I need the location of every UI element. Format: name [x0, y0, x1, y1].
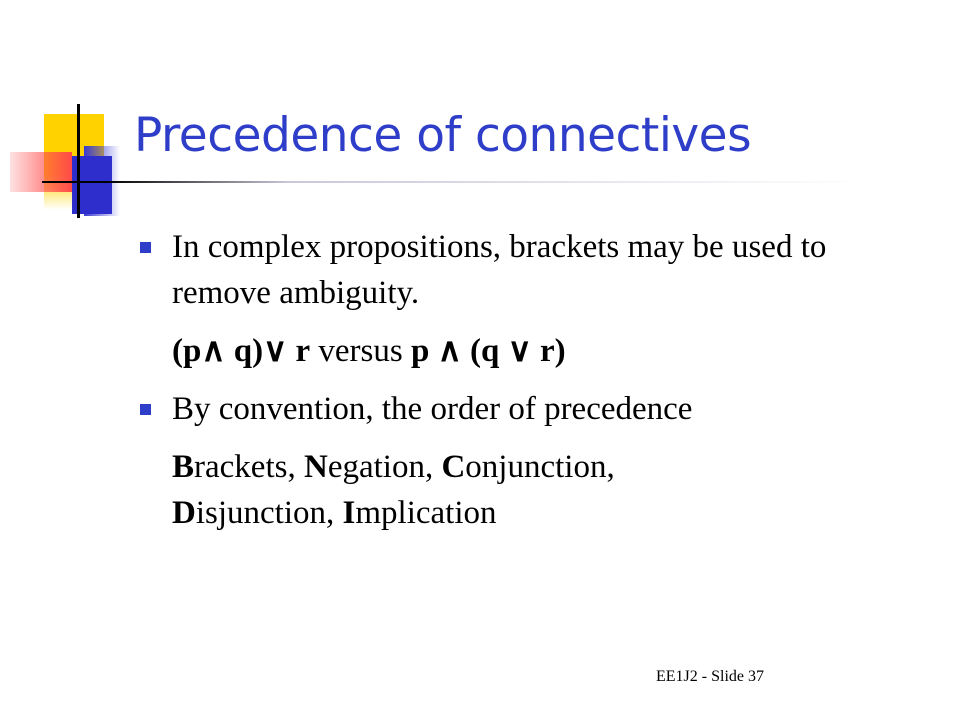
order-rest: rackets,: [194, 449, 304, 485]
order-initial: C: [441, 449, 466, 485]
slide-footer: EE1J2 - Slide 37: [656, 668, 764, 685]
order-initial: B: [172, 449, 195, 485]
order-initial: I: [342, 495, 356, 531]
order-rest: egation,: [327, 449, 442, 485]
formula-left: (p∧ q)∨ r: [172, 333, 311, 369]
vertical-rule: [77, 104, 80, 218]
formula-line: (p∧ q)∨ r versus p ∧ (q ∨ r): [136, 328, 896, 374]
slide-title: Precedence of connectives: [134, 108, 752, 163]
bullet-item: By convention, the order of precedence: [136, 386, 896, 432]
order-initial: D: [172, 495, 196, 531]
bullet-square-icon: [140, 242, 151, 253]
formula-middle: versus: [310, 333, 411, 369]
title-underline: [42, 181, 864, 183]
order-rest: onjunction,: [465, 449, 615, 485]
bullet-item: In complex propositions, brackets may be…: [136, 224, 896, 316]
red-bar: [10, 152, 72, 192]
order-initial: N: [303, 449, 328, 485]
bullet-text: In complex propositions, brackets may be…: [172, 229, 827, 311]
order-rest: isjunction,: [195, 495, 343, 531]
slide-content: In complex propositions, brackets may be…: [136, 224, 896, 536]
corner-decoration: [0, 0, 140, 230]
precedence-order: Brackets, Negation, Conjunction, Disjunc…: [136, 444, 896, 536]
bullet-square-icon: [140, 404, 151, 415]
bullet-text: By convention, the order of precedence: [172, 391, 693, 427]
order-rest: mplication: [355, 495, 497, 531]
formula-right: p ∧ (q ∨ r): [410, 333, 566, 369]
